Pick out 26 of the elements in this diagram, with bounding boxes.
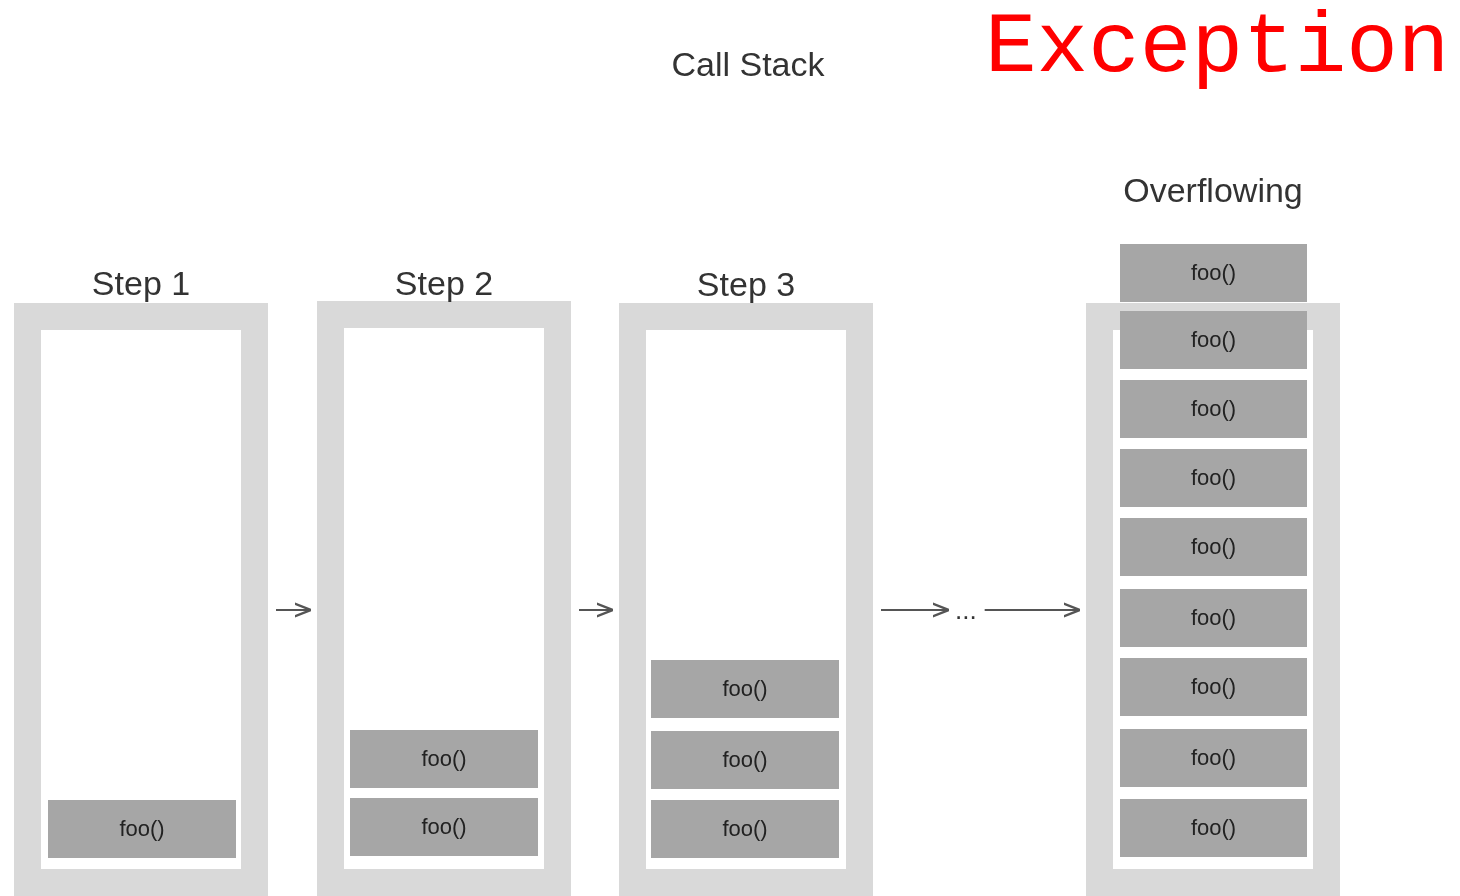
stack-frame: foo() (651, 800, 839, 858)
ellipsis-text: ... (955, 595, 977, 626)
stack-frame: foo() (651, 660, 839, 718)
stack-frame: foo() (350, 730, 538, 788)
stack-frame: foo() (1120, 380, 1307, 438)
arrow (880, 602, 950, 618)
stack-frame: foo() (1120, 244, 1307, 302)
stack-frame: foo() (1120, 589, 1307, 647)
stack-frame: foo() (1120, 799, 1307, 857)
stack-frame: foo() (1120, 518, 1307, 576)
stack-frame: foo() (350, 798, 538, 856)
diagram-title: Call Stack (671, 45, 825, 84)
stack-heading: Step 1 (91, 264, 191, 302)
stack-heading: Overflowing (1123, 171, 1303, 209)
arrow (578, 602, 614, 618)
stack-heading: Step 2 (394, 264, 494, 302)
arrow (275, 602, 312, 618)
stack-frame: foo() (48, 800, 236, 858)
stack-frame: foo() (1120, 729, 1307, 787)
stack-frame: foo() (1120, 658, 1307, 716)
arrow (983, 602, 1081, 618)
stack-frame: foo() (1120, 311, 1307, 369)
stack-frame: foo() (651, 731, 839, 789)
warning-label: Exception (985, 0, 1450, 96)
stack-heading: Step 3 (696, 265, 796, 303)
stack-frame: foo() (1120, 449, 1307, 507)
